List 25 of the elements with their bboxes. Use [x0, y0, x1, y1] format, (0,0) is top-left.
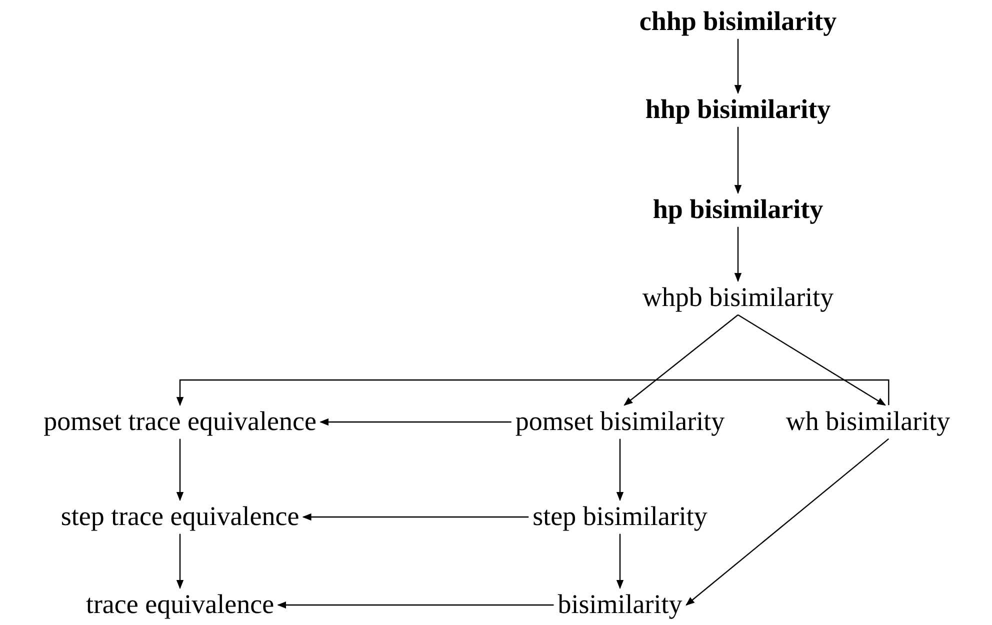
arrow	[616, 534, 624, 590]
node-label: whpb bisimilarity	[638, 281, 838, 315]
arrow	[302, 513, 529, 521]
arrow	[738, 314, 886, 406]
node-label: hp bisimilarity	[648, 193, 828, 227]
node-label: pomset bisimilarity	[511, 405, 729, 439]
node-label: trace equivalence	[82, 588, 278, 622]
arrow	[176, 534, 184, 590]
arrow	[734, 38, 742, 94]
arrow	[734, 126, 742, 194]
arrow	[277, 601, 554, 609]
node-label: step bisimilarity	[528, 500, 712, 534]
arrow	[320, 418, 512, 426]
node-label: pomset trace equivalence	[40, 405, 320, 439]
arrow	[616, 438, 624, 502]
node-label: wh bisimilarity	[782, 405, 954, 439]
node-label: bisimilarity	[554, 588, 686, 622]
arrow	[624, 314, 738, 406]
arrow	[686, 438, 890, 606]
node-label: chhp bisimilarity	[635, 5, 841, 39]
node-label: step trace equivalence	[56, 500, 304, 534]
node-label: hhp bisimilarity	[641, 93, 835, 127]
arrow	[176, 379, 890, 406]
arrow	[734, 226, 742, 282]
arrow	[176, 438, 184, 502]
